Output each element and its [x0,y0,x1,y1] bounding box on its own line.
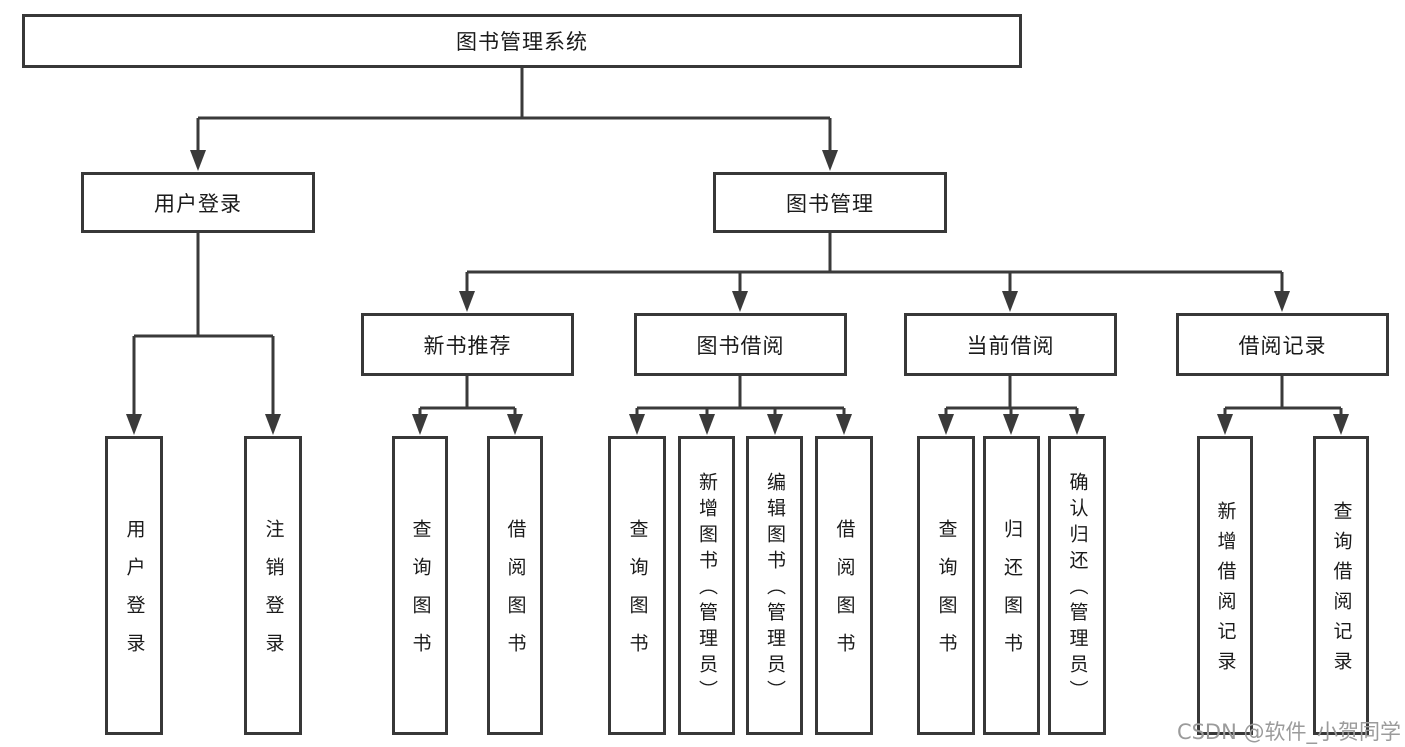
node-label: 借阅图书 [833,519,856,671]
node-user-login: 用户登录 [81,172,315,233]
node-label: 新增图书（管理员） [696,472,718,706]
leaf-logout: 注销登录 [244,436,302,735]
node-label: 图书管理 [786,191,874,216]
node-system-root: 图书管理系统 [22,14,1022,68]
node-label: 注销登录 [262,519,285,671]
node-new-book-recommend: 新书推荐 [361,313,574,376]
node-label: 图书借阅 [696,333,785,358]
node-book-management: 图书管理 [713,172,947,233]
leaf-add-borrow-record: 新增借阅记录 [1197,436,1253,735]
leaf-query-books: 查询图书 [392,436,448,735]
node-label: 新增借阅记录 [1214,501,1237,681]
node-label: 确认归还（管理员） [1066,472,1089,706]
node-current-borrow: 当前借阅 [904,313,1117,376]
node-label: 图书管理系统 [456,30,588,54]
leaf-edit-books-admin: 编辑图书（管理员） [746,436,803,735]
node-label: 新书推荐 [423,333,512,358]
node-label: 归还图书 [1001,519,1023,671]
node-label: 查询图书 [409,519,432,671]
node-label: 借阅图书 [504,519,527,671]
node-label: 查询图书 [626,519,649,671]
node-book-borrow: 图书借阅 [634,313,847,376]
node-label: 查询图书 [935,519,958,671]
node-label: 当前借阅 [966,333,1055,358]
node-label: 用户登录 [123,519,146,671]
leaf-borrow-books: 借阅图书 [815,436,873,735]
leaf-query-books: 查询图书 [608,436,666,735]
leaf-return-books: 归还图书 [983,436,1040,735]
leaf-borrow-books: 借阅图书 [487,436,543,735]
leaf-query-books: 查询图书 [917,436,975,735]
leaf-user-login: 用户登录 [105,436,163,735]
watermark: CSDN @软件_小贺同学 [1176,720,1401,744]
node-label: 查询借阅记录 [1330,501,1353,681]
leaf-query-borrow-record: 查询借阅记录 [1313,436,1369,735]
node-label: 编辑图书（管理员） [764,472,786,706]
node-label: 借阅记录 [1238,333,1327,358]
leaf-confirm-return-admin: 确认归还（管理员） [1048,436,1106,735]
node-borrow-records: 借阅记录 [1176,313,1389,376]
arrowheads [126,150,1349,435]
leaf-add-books-admin: 新增图书（管理员） [678,436,735,735]
node-label: 用户登录 [154,191,242,216]
